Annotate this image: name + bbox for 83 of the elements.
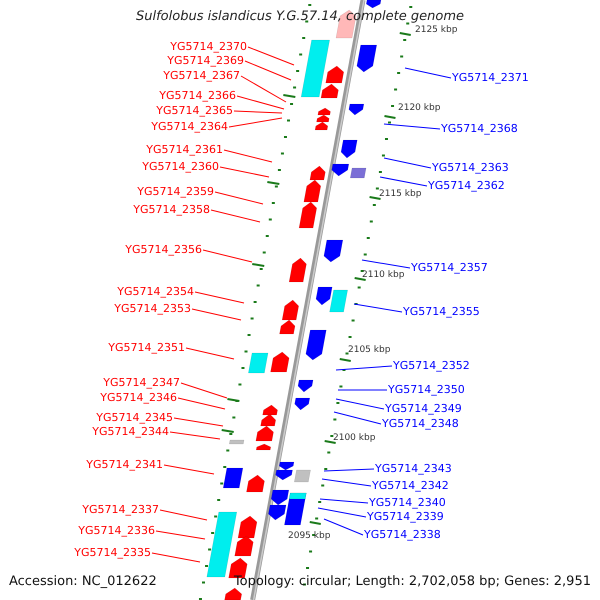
- leader-line: [320, 498, 368, 504]
- gene-label: YG5714_2352: [393, 359, 470, 372]
- gene-label: YG5714_2370: [170, 40, 247, 53]
- leader-line: [178, 398, 226, 410]
- gene-label: YG5714_2359: [137, 185, 214, 198]
- leader-line: [380, 176, 428, 186]
- gene-label: YG5714_2354: [117, 285, 194, 298]
- leader-line: [170, 432, 220, 440]
- gene-label: YG5714_2350: [388, 383, 465, 396]
- scale-label: 2100 kbp: [333, 433, 376, 443]
- gene-label: YG5714_2340: [369, 496, 446, 509]
- gene-label: YG5714_2369: [167, 54, 244, 67]
- leader-line: [324, 518, 364, 536]
- scale-label: 2115 kbp: [379, 189, 422, 199]
- leader-line: [210, 210, 260, 222]
- genome-info-text: Topology: circular; Length: 2,702,058 bp; Genes: 2,951: [234, 575, 591, 588]
- leader-line: [214, 192, 264, 204]
- leader-line: [202, 250, 252, 262]
- gene-label: YG5714_2371: [452, 71, 529, 84]
- leader-line: [156, 530, 206, 540]
- gene-label: YG5714_2338: [364, 528, 441, 541]
- gene-label: YG5714_2342: [372, 479, 449, 492]
- leader-line: [152, 552, 200, 562]
- gene-label: YG5714_2337: [82, 503, 159, 516]
- gene-label: YG5714_2348: [382, 417, 459, 430]
- leader-line: [244, 60, 292, 80]
- leader-line: [194, 292, 244, 304]
- gene-label: YG5714_2347: [103, 376, 180, 389]
- leader-line: [322, 478, 372, 486]
- gene-label: YG5714_2357: [411, 261, 488, 274]
- scale-label: 2095 kbp: [288, 531, 330, 541]
- gene-label: YG5714_2336: [78, 524, 155, 537]
- leader-line: [164, 464, 214, 474]
- leader-line: [174, 418, 224, 426]
- gene-label: YG5714_2367: [163, 69, 240, 82]
- leader-line: [186, 348, 234, 360]
- scale-label: 2105 kbp: [348, 345, 390, 355]
- leader-line: [336, 366, 392, 370]
- leader-line: [224, 150, 272, 162]
- leader-line: [336, 398, 384, 410]
- leader-line: [324, 468, 374, 472]
- leader-line: [318, 508, 366, 518]
- gene-label: YG5714_2344: [92, 425, 169, 438]
- gene-label: YG5714_2358: [133, 203, 210, 216]
- leader-line: [362, 260, 410, 268]
- gene-label: YG5714_2366: [159, 89, 236, 102]
- gene-label: YG5714_2360: [142, 160, 219, 173]
- leader-line: [384, 158, 432, 168]
- scale-label: 2120 kbp: [398, 103, 440, 113]
- gene-label: YG5714_2353: [114, 302, 191, 315]
- gene-label: YG5714_2349: [385, 402, 462, 415]
- gene-label: YG5714_2341: [86, 458, 163, 471]
- leader-line: [404, 68, 452, 78]
- leader-line: [160, 510, 208, 520]
- leader-line: [354, 304, 402, 312]
- leader-line: [180, 382, 228, 398]
- leader-line: [240, 76, 286, 102]
- gene-label: YG5714_2345: [96, 411, 173, 424]
- leader-line: [334, 412, 382, 424]
- leader-line: [228, 118, 282, 128]
- leader-line: [234, 110, 282, 114]
- gene-label: YG5714_2343: [375, 462, 452, 475]
- leader-line: [236, 96, 284, 110]
- leader-line: [220, 166, 270, 178]
- accession-text: Accession: NC_012622: [9, 575, 157, 588]
- leader-line: [192, 308, 242, 320]
- gene-label: YG5714_2346: [100, 391, 177, 404]
- gene-label: YG5714_2356: [125, 243, 202, 256]
- gene-label: YG5714_2365: [156, 104, 233, 117]
- leader-line: [384, 124, 440, 130]
- gene-label: YG5714_2355: [403, 305, 480, 318]
- title: Sulfolobus islandicus Y.G.57.14, complete genome: [135, 10, 465, 23]
- gene-label: YG5714_2351: [108, 341, 185, 354]
- gene-label: YG5714_2364: [151, 120, 228, 133]
- leader-line: [248, 46, 294, 66]
- scale-label: 2125 kbp: [415, 25, 458, 35]
- scale-label: 2110 kbp: [362, 270, 404, 280]
- gene-label: YG5714_2339: [367, 510, 444, 523]
- gene-label: YG5714_2362: [428, 179, 505, 192]
- gene-label: YG5714_2361: [146, 143, 223, 156]
- gene-label: YG5714_2335: [74, 546, 151, 559]
- gene-label: YG5714_2363: [432, 161, 509, 174]
- gene-label: YG5714_2368: [441, 122, 518, 135]
